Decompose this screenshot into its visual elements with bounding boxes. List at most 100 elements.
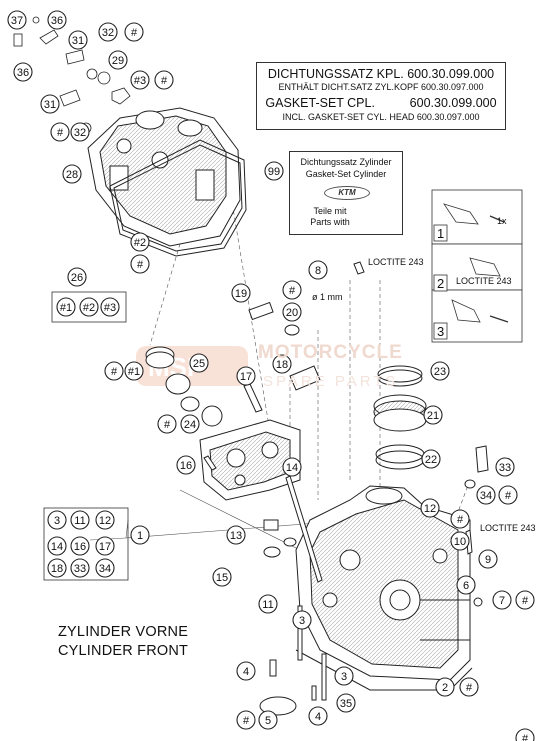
callout: 4 xyxy=(308,706,328,726)
callout-number: # xyxy=(522,733,529,741)
callout-number: # xyxy=(457,514,464,526)
cylinder-gasket-set-box: Dichtungssatz Zylinder Gasket-Set Cylind… xyxy=(289,151,403,235)
callout-circle xyxy=(308,706,328,726)
callout-number: 16 xyxy=(180,460,192,472)
callout-circle xyxy=(421,449,441,469)
callout-number: 5 xyxy=(265,715,271,727)
callout-number: 15 xyxy=(216,572,228,584)
callout-number: 22 xyxy=(425,454,437,466)
callout-number: 17 xyxy=(240,371,252,383)
callout-circle xyxy=(478,549,498,569)
callout-number: 31 xyxy=(72,35,84,47)
callout: # xyxy=(515,590,535,610)
callout-circle xyxy=(130,70,150,90)
callouts: 3736363132#29#3#31#3228#2#26#1#2#399#819… xyxy=(7,10,535,741)
callout-number: 25 xyxy=(193,358,205,370)
callout-number: 34 xyxy=(480,490,492,502)
callout-number: # xyxy=(243,715,250,727)
callout-number: 32 xyxy=(102,27,114,39)
callout-circle xyxy=(420,498,440,518)
callout-circle xyxy=(498,485,518,505)
callout: 26 xyxy=(67,267,87,287)
gasket-line-4: INCL. GASKET-SET CYL. HEAD 600.30.097.00… xyxy=(282,112,480,122)
callout-number: 19 xyxy=(235,288,247,300)
callout: 34 xyxy=(476,485,496,505)
gasket-line-1: DICHTUNGSSATZ KPL. 600.30.099.000 xyxy=(267,67,495,81)
callout: # xyxy=(124,22,144,42)
callout-circle xyxy=(62,164,82,184)
callout-circle xyxy=(258,710,278,730)
callout-circle xyxy=(154,70,174,90)
callout: #3 xyxy=(100,297,120,317)
callout-circle xyxy=(515,728,535,741)
callout-circle xyxy=(67,267,87,287)
callout-number: 2 xyxy=(442,682,448,694)
callout-circle xyxy=(124,361,144,381)
callout-number: 3 xyxy=(54,515,60,527)
callout: 4 xyxy=(236,661,256,681)
set-line-1: Dichtungssatz Zylinder xyxy=(300,157,392,167)
brand-logo: KTM xyxy=(324,186,370,200)
set-line-4: Parts with xyxy=(310,217,350,227)
callout-number: #2 xyxy=(83,302,95,314)
callout: 5 xyxy=(258,710,278,730)
callout: # xyxy=(130,254,150,274)
callout-circle xyxy=(47,10,67,30)
callout-number: 16 xyxy=(74,541,86,553)
callout-circle xyxy=(492,590,512,610)
callout-circle xyxy=(70,558,90,578)
callout-number: 36 xyxy=(17,67,29,79)
callout-number: 33 xyxy=(74,563,86,575)
callout: # xyxy=(157,414,177,434)
callout-number: # xyxy=(522,595,529,607)
callout-circle xyxy=(124,22,144,42)
gasket-set-box: DICHTUNGSSATZ KPL. 600.30.099.000 ENTHÄL… xyxy=(256,62,506,130)
callout: # xyxy=(50,122,70,142)
callout-number: 99 xyxy=(268,166,280,178)
callout-circle xyxy=(264,161,284,181)
callout: 11 xyxy=(258,594,278,614)
callout: 19 xyxy=(231,283,251,303)
loctite-label-2: LOCTITE 243 xyxy=(456,276,512,286)
callout: # xyxy=(236,710,256,730)
callout-number: 11 xyxy=(262,599,273,611)
callout: 8 xyxy=(308,260,328,280)
callout: 18 xyxy=(47,558,67,578)
callout: 17 xyxy=(236,366,256,386)
callout-circle xyxy=(423,405,443,425)
callout-number: 3 xyxy=(341,671,347,683)
callout: 7 xyxy=(492,590,512,610)
watermark-text-1: MOTORCYCLE xyxy=(258,342,403,363)
valve-cover xyxy=(87,107,241,247)
callout: 33 xyxy=(70,558,90,578)
callout: 9 xyxy=(478,549,498,569)
callout: 35 xyxy=(336,693,356,713)
callout-circle xyxy=(95,510,115,530)
callout: 18 xyxy=(272,354,292,374)
callout: 6 xyxy=(456,575,476,595)
callout-circle xyxy=(308,260,328,280)
callout: #1 xyxy=(56,297,76,317)
callout-number: #2 xyxy=(134,237,146,249)
dimension-label: ø 1 mm xyxy=(312,292,343,302)
callout-circle xyxy=(258,594,278,614)
callout-number: 31 xyxy=(44,99,56,111)
callout-number: #3 xyxy=(134,75,146,87)
callout-circle xyxy=(189,353,209,373)
callout-circle xyxy=(212,567,232,587)
callout-number: 14 xyxy=(51,541,63,553)
callout: 22 xyxy=(421,449,441,469)
gasket-line-3: GASKET-SET CPL. 600.30.099.000 xyxy=(265,96,497,110)
callout-number: 4 xyxy=(243,666,249,678)
callout-number: 18 xyxy=(276,359,288,371)
callout-circle xyxy=(95,536,115,556)
callout-circle xyxy=(98,22,118,42)
callout: 34 xyxy=(95,558,115,578)
callout: # xyxy=(104,361,124,381)
cylinder-label-line-2: CYLINDER FRONT xyxy=(58,643,189,659)
callout: 32 xyxy=(70,122,90,142)
callout: 33 xyxy=(495,457,515,477)
callout: # xyxy=(450,509,470,529)
inset-step-1: 1 xyxy=(437,226,445,241)
